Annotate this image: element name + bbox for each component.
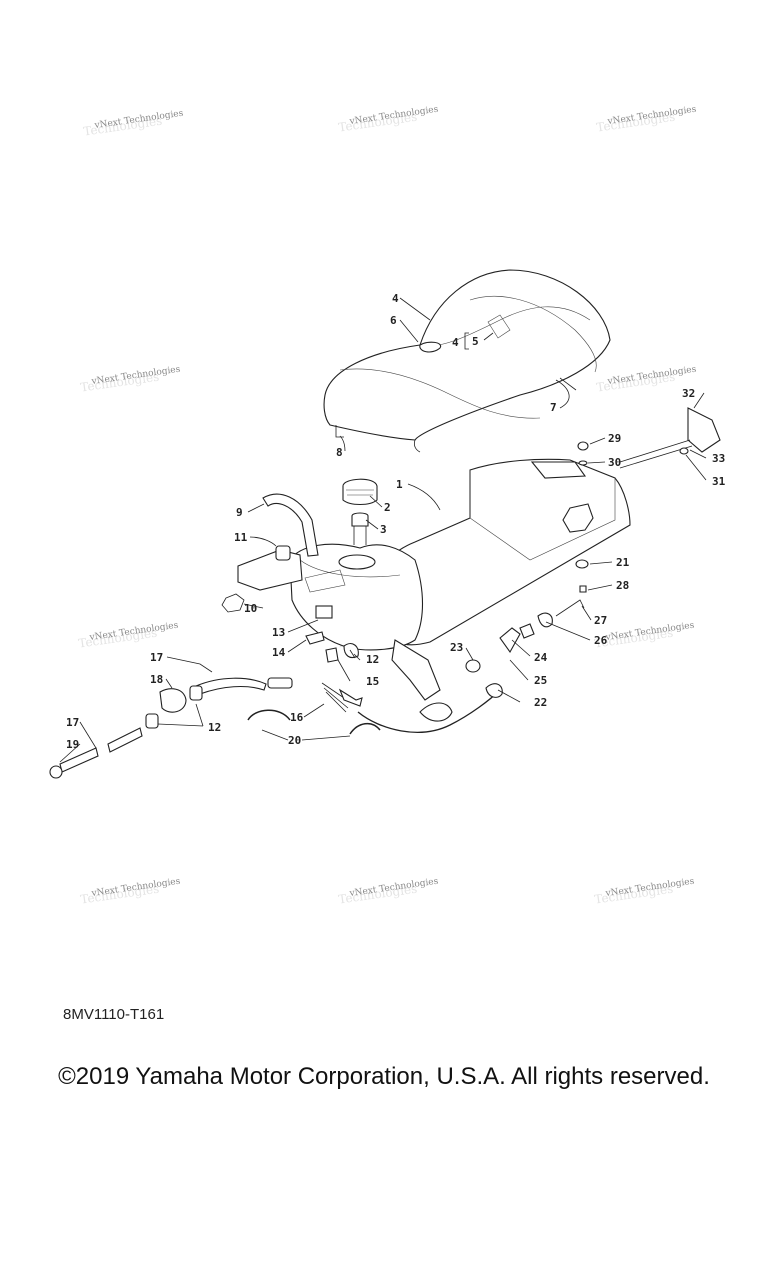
callout-label: 20 <box>288 734 301 747</box>
callout-label: 19 <box>66 738 79 751</box>
callout-label: 7 <box>550 401 557 414</box>
callout-label: 5 <box>472 335 479 348</box>
callout-label: 22 <box>534 696 547 709</box>
screw-parts <box>577 441 589 466</box>
callout-label: 6 <box>390 314 397 327</box>
leader-lines <box>59 297 707 763</box>
bracket <box>464 332 469 350</box>
sensor-parts <box>619 407 721 469</box>
callout-label: 2 <box>384 501 391 514</box>
callout-label: 4 <box>452 336 459 349</box>
diagram-code: 8MV1110-T161 <box>63 1006 165 1023</box>
callout-label: 11 <box>234 531 248 544</box>
callout-label: 18 <box>150 673 163 686</box>
callout-label: 28 <box>616 579 629 592</box>
hose-part <box>221 493 319 613</box>
callout-label: 23 <box>450 641 463 654</box>
callout-label: 30 <box>608 456 621 469</box>
callout-label: 32 <box>682 387 695 400</box>
cable-parts <box>357 559 589 733</box>
copyright-notice: ©2019 Yamaha Motor Corporation, U.S.A. A… <box>58 1063 710 1090</box>
callout-label: 1 <box>396 478 403 491</box>
callout-label: 4 <box>392 292 399 305</box>
callout-label: 29 <box>608 432 621 445</box>
callout-label: 31 <box>712 475 726 488</box>
callout-label: 17 <box>150 651 163 664</box>
callout-label: 26 <box>594 634 608 647</box>
callout-label: 9 <box>236 506 243 519</box>
callout-label: 12 <box>208 721 221 734</box>
fuel-cap-part <box>342 478 378 545</box>
callout-label: 16 <box>290 711 304 724</box>
tank-body-part <box>237 458 631 701</box>
callout-label: 10 <box>244 602 257 615</box>
callout-label: 17 <box>66 716 79 729</box>
callout-label: 27 <box>594 614 607 627</box>
callout-label: 8 <box>336 446 343 459</box>
callout-label: 33 <box>712 452 725 465</box>
valve-parts <box>305 605 363 713</box>
callout-label: 25 <box>534 674 547 687</box>
callout-label: 13 <box>272 626 285 639</box>
callout-label: 24 <box>534 651 548 664</box>
callout-label: 21 <box>616 556 630 569</box>
callout-label: 3 <box>380 523 387 536</box>
callout-label: 14 <box>272 646 286 659</box>
callout-label: 15 <box>366 675 379 688</box>
callout-label: 12 <box>366 653 379 666</box>
clamp-parts <box>247 709 381 735</box>
callout-labels: 4 6 4 5 7 8 1 2 3 9 11 10 13 14 12 15 16… <box>66 292 726 751</box>
seat-part <box>323 269 611 453</box>
fuel-line-parts <box>49 677 293 779</box>
